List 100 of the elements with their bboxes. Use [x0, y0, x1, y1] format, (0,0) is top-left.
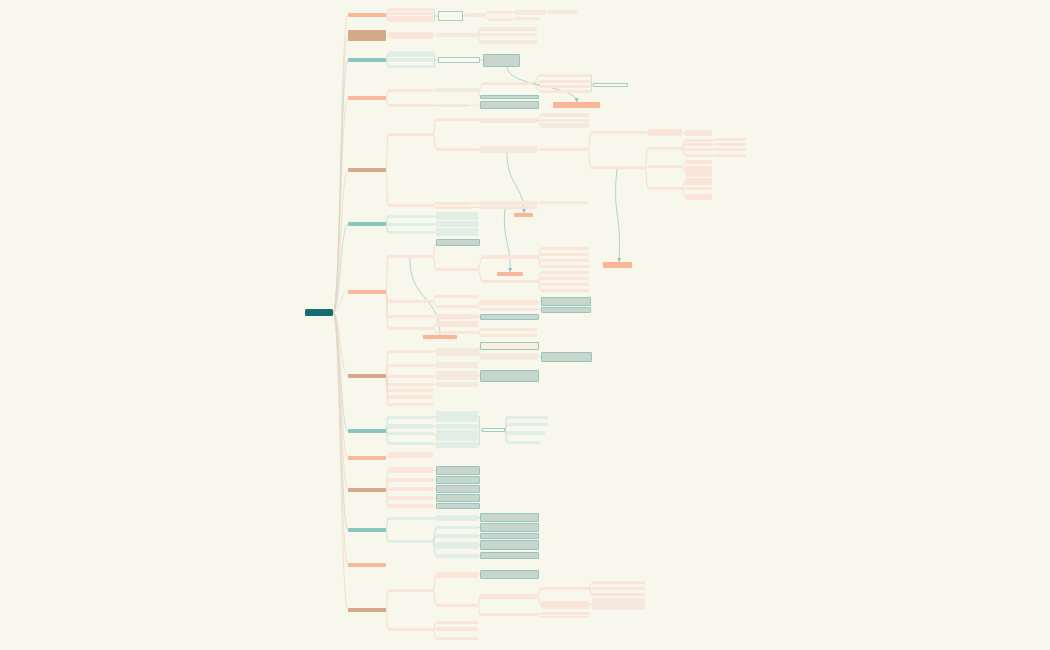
branch-line — [537, 309, 542, 311]
branch-line — [385, 529, 389, 542]
subtopic-box — [592, 598, 645, 610]
subtopic-box — [436, 221, 478, 227]
branch-line — [681, 188, 686, 198]
main-topic-box — [348, 528, 386, 532]
branch-line — [536, 587, 542, 597]
branch-line — [644, 148, 649, 168]
branch-line — [477, 535, 481, 537]
subtopic-box — [436, 515, 478, 521]
branch-line — [385, 430, 389, 434]
bordered-topic-box — [480, 101, 539, 109]
floating-topic-box — [603, 262, 632, 268]
branch-line — [385, 454, 389, 459]
bordered-topic-box — [480, 370, 539, 382]
branch-line — [681, 143, 686, 149]
branch-line — [587, 149, 592, 168]
branch-line — [537, 271, 542, 282]
branch-line — [332, 312, 349, 377]
subtopic-box — [436, 423, 478, 429]
branch-line — [588, 587, 593, 595]
subtopic-box — [480, 300, 538, 305]
bordered-topic-box — [480, 513, 539, 522]
branch-line — [537, 247, 542, 258]
subtopic-box — [480, 146, 537, 153]
subtopic-box — [436, 442, 478, 448]
subtopic-box — [436, 371, 478, 380]
branch-line — [537, 256, 542, 267]
branch-line — [432, 134, 437, 150]
bordered-topic-box — [436, 485, 480, 493]
branch-line — [432, 300, 437, 307]
branch-line — [532, 74, 541, 84]
subtopic-box — [436, 382, 478, 387]
branch-line — [477, 527, 481, 528]
branch-line — [385, 375, 389, 385]
floating-topic-box — [514, 213, 533, 217]
bordered-topic-box — [480, 552, 539, 559]
branch-line — [477, 269, 483, 282]
summary-topic-box — [438, 57, 480, 63]
bordered-topic-box — [541, 352, 592, 362]
bordered-topic-box — [480, 570, 539, 579]
branch-line — [477, 89, 481, 98]
branch-line — [432, 574, 437, 591]
branch-line — [385, 97, 389, 106]
bordered-topic-box — [480, 313, 539, 320]
branch-line — [385, 375, 389, 377]
branch-line — [432, 323, 437, 329]
subtopic-box — [480, 118, 537, 123]
bordered-topic-box — [480, 95, 539, 99]
subtopic-box — [648, 129, 682, 136]
main-topic-box — [348, 13, 386, 17]
branch-line — [385, 517, 389, 531]
branch-line — [432, 119, 437, 135]
subtopic-box — [388, 51, 433, 57]
branch-line — [432, 535, 437, 542]
subtopic-box — [436, 228, 478, 236]
branch-line — [385, 291, 389, 302]
branch-line — [537, 253, 542, 258]
subtopic-box — [541, 122, 589, 128]
branch-line — [432, 527, 437, 542]
branch-line — [385, 223, 389, 225]
subtopic-box — [436, 348, 478, 356]
bordered-topic-box — [436, 466, 480, 475]
branch-line — [385, 488, 389, 491]
subtopic-box — [436, 542, 478, 549]
subtopic-box — [388, 452, 433, 458]
bordered-topic-box — [480, 540, 539, 550]
bordered-topic-box — [480, 523, 539, 532]
main-topic-box — [348, 563, 386, 567]
main-topic-box — [348, 96, 386, 100]
bordered-topic-box — [541, 307, 591, 313]
main-topic-box — [348, 30, 386, 41]
main-topic-box — [348, 456, 386, 460]
subtopic-box — [388, 424, 433, 429]
subtopic-box — [436, 572, 478, 578]
summary-topic-box — [482, 428, 505, 432]
branch-line — [385, 90, 389, 99]
floating-topic-box — [423, 335, 457, 339]
bordered-topic-box — [436, 494, 480, 502]
subtopic-box — [515, 10, 545, 15]
bordered-topic-box — [436, 503, 480, 509]
branch-line — [504, 429, 508, 434]
bordered-topic-box — [436, 476, 480, 484]
floating-topic-box — [497, 272, 523, 276]
branch-line — [332, 312, 349, 611]
branch-line — [432, 425, 437, 427]
branch-line — [504, 429, 508, 443]
branch-line — [385, 59, 389, 67]
subtopic-box — [685, 178, 712, 185]
subtopic-box — [480, 353, 538, 360]
branch-line — [537, 256, 542, 261]
branch-line — [681, 161, 686, 167]
subtopic-box — [480, 594, 537, 599]
main-topic-box — [348, 608, 386, 612]
branch-line — [432, 327, 437, 333]
main-topic-box — [348, 58, 386, 62]
central-topic-box — [305, 309, 333, 316]
branch-line — [385, 430, 389, 444]
branch-line — [681, 181, 686, 189]
branch-line — [385, 59, 389, 61]
